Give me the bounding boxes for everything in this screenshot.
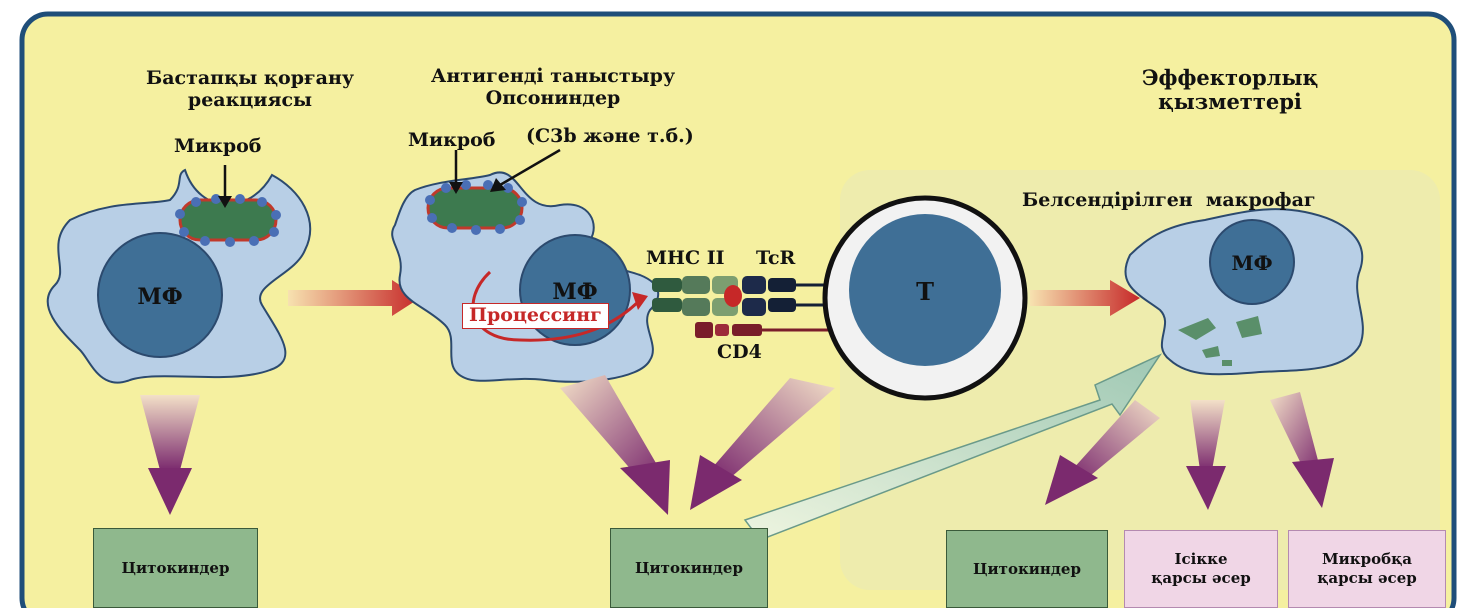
anti-tumor-box: Ісікке қарсы әсер	[1124, 530, 1278, 608]
purple-arrow-2	[560, 375, 670, 515]
opsonin-pointer-arrow	[490, 148, 561, 192]
stage3-title-line2: қызметтері	[1158, 89, 1302, 115]
microbe-pointer-arrow-2	[449, 150, 463, 194]
microbe-pointer-arrow-1	[218, 165, 232, 208]
purple-arrow-1	[140, 395, 200, 515]
purple-arrow-3	[690, 378, 835, 510]
cell-label-1: МФ	[137, 284, 182, 310]
stage1-title: Бастапқы қорғану реакциясы	[110, 67, 390, 112]
stage3-title-line1: Эффекторлық	[1141, 65, 1319, 90]
processing-label: Процессинг	[462, 303, 609, 329]
mhc-label: MHC II	[646, 247, 725, 269]
antimicrobial-line1: Микробқа	[1322, 550, 1412, 569]
antimicrobial-line2: қарсы әсер	[1317, 569, 1417, 587]
cell-label-2: МФ	[552, 279, 597, 305]
nucleus-3	[1209, 219, 1295, 305]
stage2-title: Антигенді таныстыру Опсониндер	[398, 65, 708, 110]
microbe-2	[425, 180, 527, 235]
stage2-title-line2: Опсониндер	[485, 86, 621, 109]
stage2-title-line1: Антигенді таныстыру	[430, 65, 676, 87]
microbe-1	[175, 194, 281, 247]
cell-label-3: МФ	[1231, 251, 1272, 275]
cd4-label: CD4	[717, 341, 762, 363]
cytokines-box-2: Цитокиндер	[610, 528, 768, 608]
stage1-title-line2: реакциясы	[187, 88, 313, 111]
anti-tumor-line2: қарсы әсер	[1151, 569, 1251, 587]
nucleus-1	[97, 232, 223, 358]
cytokines-label-2: Цитокиндер	[635, 558, 743, 577]
purple-arrow-4	[1045, 400, 1160, 505]
processing-curve-arrow	[471, 270, 642, 342]
stage1-microbe-label: Микроб	[174, 135, 262, 157]
cd4-receptor	[695, 322, 840, 338]
tcr-label: TcR	[756, 247, 796, 269]
cytokines-box-3: Цитокиндер	[946, 530, 1108, 608]
anti-tumor-line1: Ісікке	[1174, 550, 1228, 569]
red-arrow-1	[288, 280, 420, 316]
t-cell-label: T	[916, 277, 934, 306]
cytokines-box-1: Цитокиндер	[93, 528, 258, 608]
stage3-title: Эффекторлық қызметтері	[1080, 65, 1380, 115]
purple-arrow-5	[1186, 400, 1226, 510]
granules	[1178, 316, 1262, 366]
stage1-title-line1: Бастапқы қорғану	[145, 67, 355, 89]
opsonin-label: (C3b және т.б.)	[526, 125, 694, 147]
activated-macrophage-label: Белсендірілген макрофаг	[1022, 189, 1316, 211]
antimicrobial-box: Микробқа қарсы әсер	[1288, 530, 1446, 608]
red-arrow-2	[1030, 280, 1140, 316]
cytokines-label-1: Цитокиндер	[121, 558, 230, 577]
cytokines-label-3: Цитокиндер	[973, 559, 1081, 578]
green-feedback-arrow	[743, 353, 1163, 541]
t-cell-nucleus	[849, 214, 1001, 366]
purple-arrow-6	[1270, 392, 1334, 508]
stage2-microbe-label: Микроб	[408, 129, 496, 151]
